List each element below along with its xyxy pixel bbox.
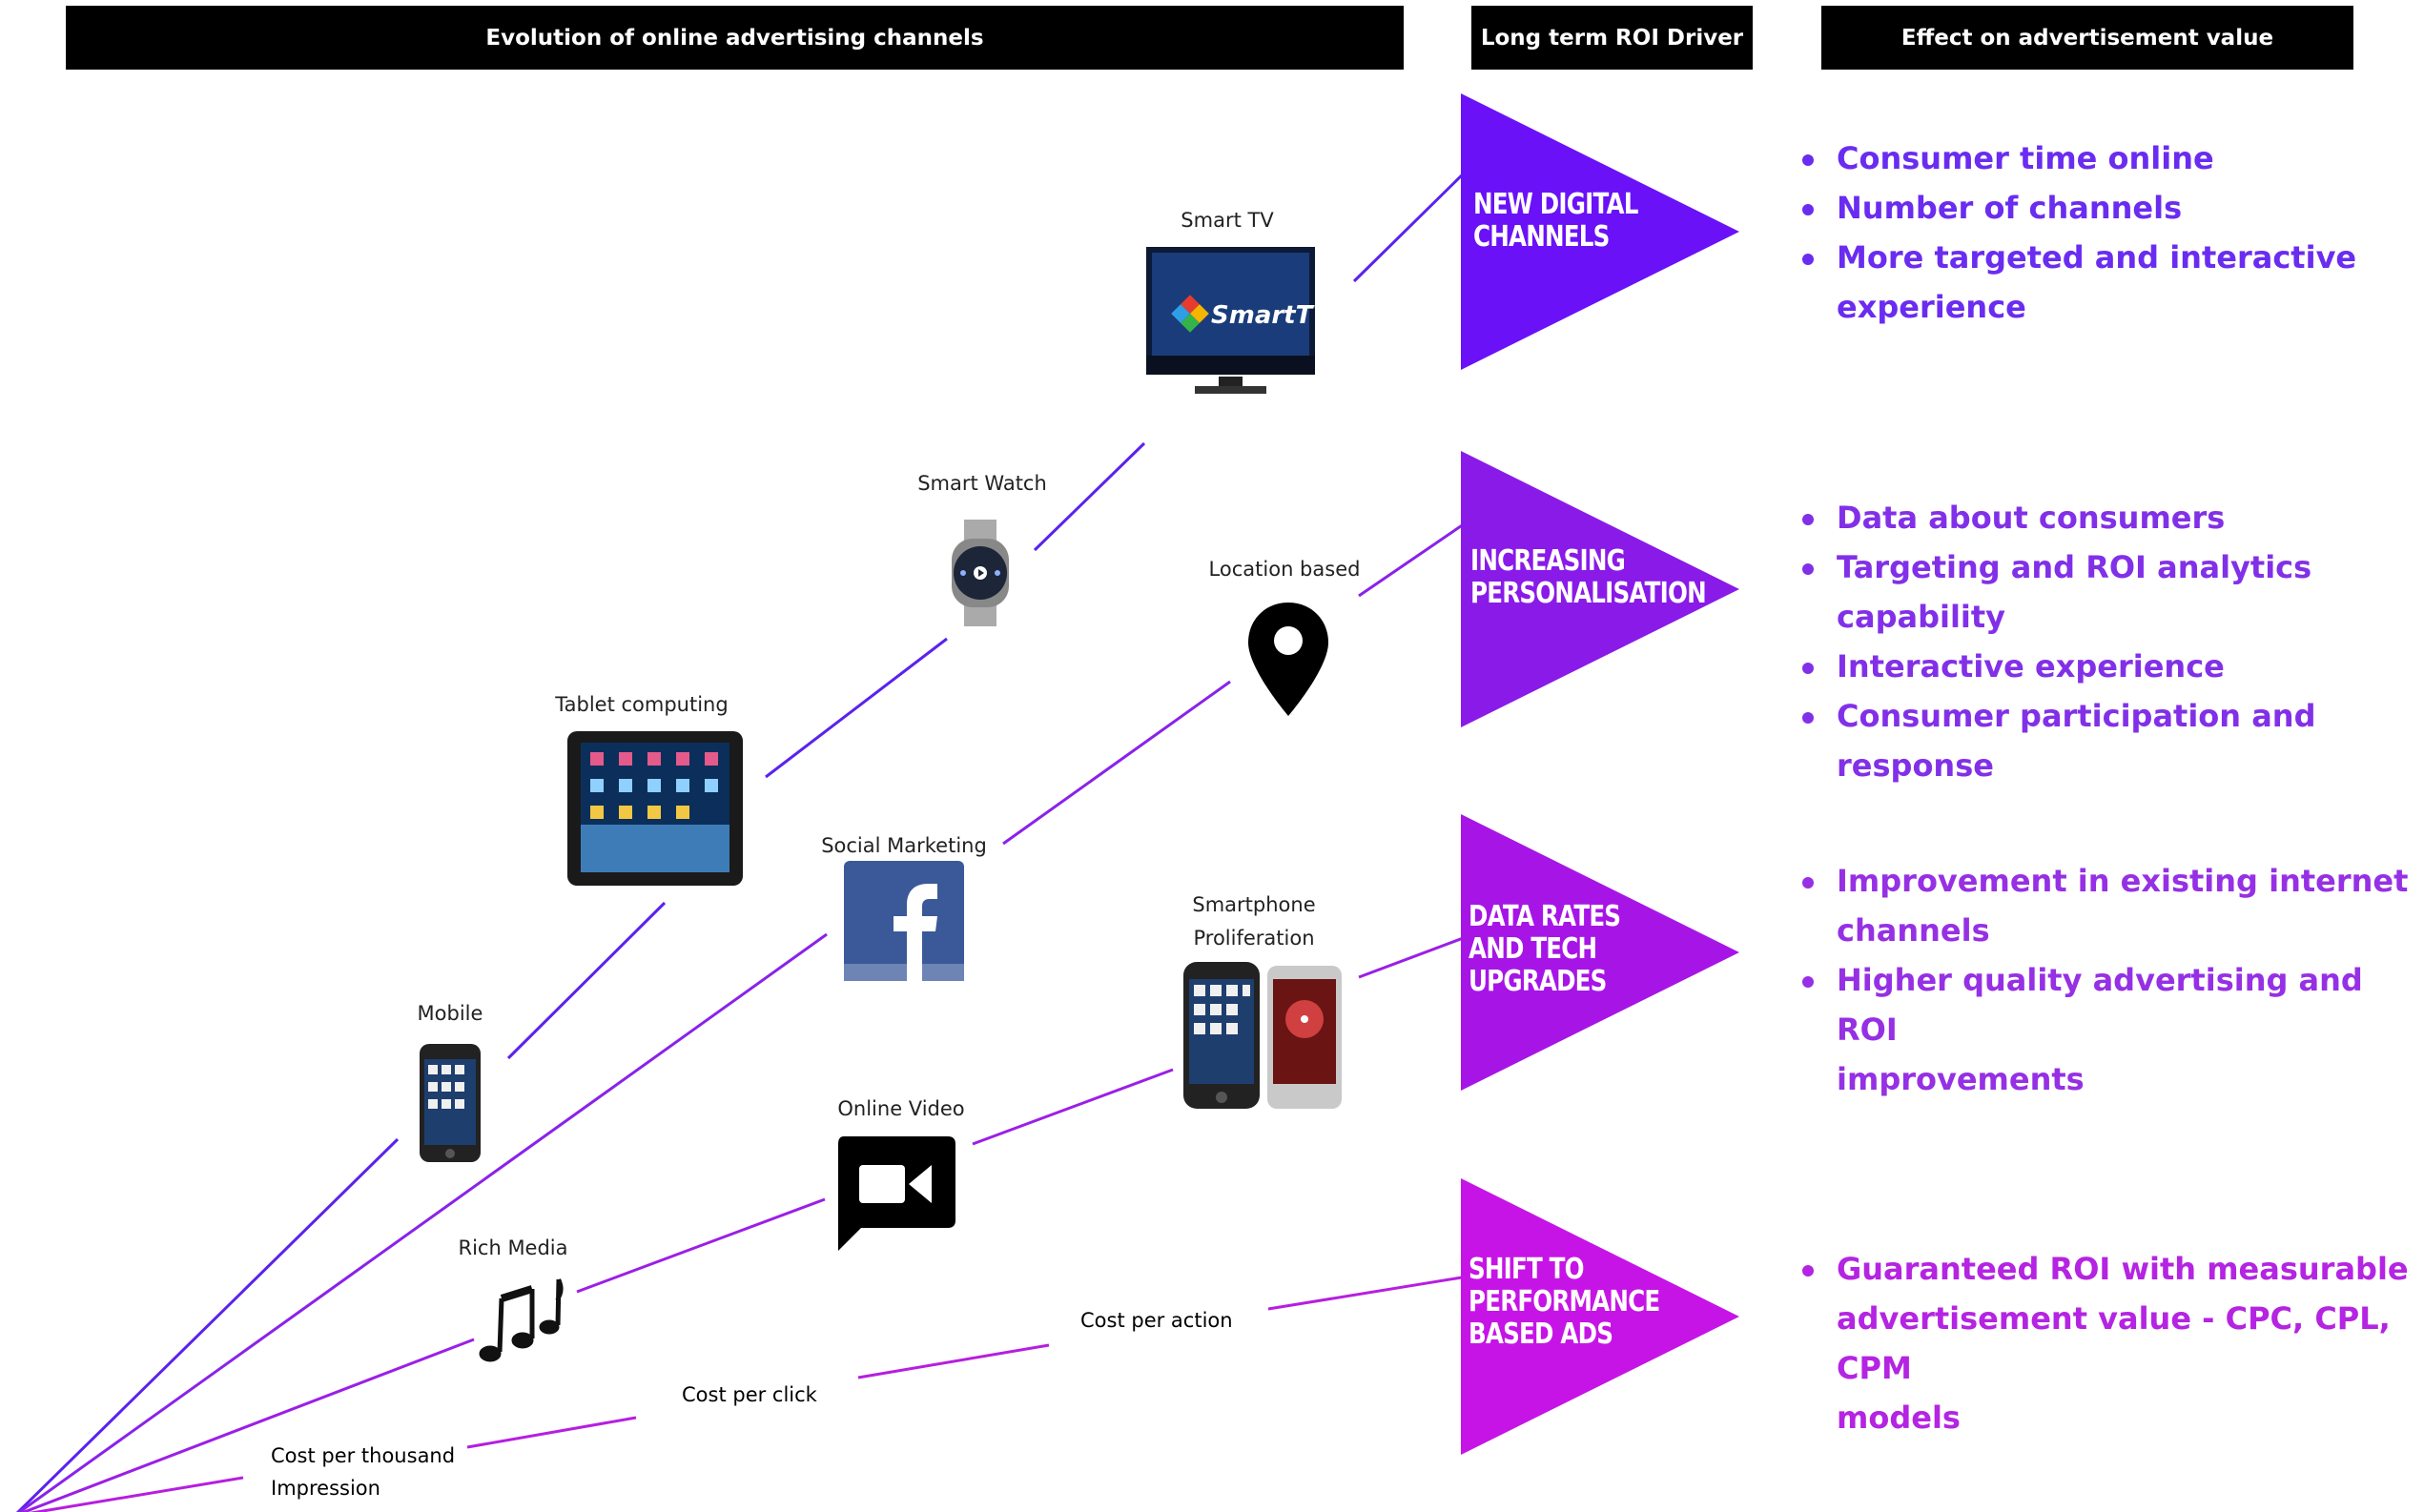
effect-item: Higher quality advertising and ROI — [1802, 955, 2424, 1054]
effects-list-data-rates: Improvement in existing internet channel… — [1802, 856, 2424, 1104]
effect-item-continued: experience — [1837, 289, 2026, 325]
effect-item: Improvement in existing internet — [1802, 856, 2424, 906]
driver3-line3: UPGRADES — [1469, 965, 1607, 998]
line-origin-social — [17, 932, 828, 1512]
label-online-video: Online Video — [837, 1097, 965, 1120]
line-tablet-watch — [765, 637, 948, 779]
tablet-icon — [567, 731, 743, 886]
music-notes-icon — [479, 1278, 564, 1362]
header-evolution: Evolution of online advertising channels — [66, 6, 1404, 70]
line-location-driver2 — [1358, 516, 1474, 598]
line-origin-cpm — [28, 1476, 244, 1512]
label-smartphone-line2: Proliferation — [1193, 927, 1315, 950]
driver-text-personalisation: INCREASING PERSONALISATION — [1470, 544, 1707, 610]
driver3-line2: AND TECH — [1469, 932, 1597, 966]
driver-triangle-personalisation — [1461, 451, 1739, 727]
effect-item: Consumer time online — [1802, 133, 2356, 183]
driver3-line1: DATA RATES — [1469, 900, 1621, 933]
effect-item-continued: channels — [1837, 912, 1990, 949]
label-rich-media: Rich Media — [458, 1236, 568, 1259]
line-smartphone-driver3 — [1358, 932, 1474, 979]
driver4-line3: BASED ADS — [1469, 1318, 1613, 1351]
effects-list-performance: Guaranteed ROI with measurable advertise… — [1802, 1244, 2424, 1442]
effect-item: Targeting and ROI analytics capability — [1802, 542, 2424, 642]
driver4-line2: PERFORMANCE — [1469, 1285, 1660, 1318]
effects-list-new-digital: Consumer time online Number of channels … — [1802, 133, 2356, 332]
effects-list-personalisation: Data about consumers Targeting and ROI a… — [1802, 493, 2424, 790]
label-cost-per-action: Cost per action — [1080, 1309, 1233, 1332]
driver-text-data-rates: DATA RATES AND TECH UPGRADES — [1469, 900, 1621, 998]
smart-watch-icon — [952, 520, 1009, 626]
facebook-icon — [844, 861, 964, 981]
effect-item: Consumer participation and response — [1802, 691, 2424, 790]
header-effect: Effect on advertisement value — [1821, 6, 2353, 70]
line-origin-richmedia — [20, 1338, 475, 1512]
label-tablet: Tablet computing — [555, 693, 729, 716]
smartphones-icon — [1183, 962, 1342, 1109]
line-origin-mobile — [15, 1137, 400, 1512]
label-cpm-line2: Impression — [271, 1477, 380, 1500]
line-video-smartphone — [972, 1068, 1174, 1146]
driver-triangle-new-digital — [1461, 93, 1739, 370]
effect-item-continued: improvements — [1837, 1061, 2085, 1097]
mobile-phone-icon — [420, 1044, 481, 1162]
label-cpm-line1: Cost per thousand — [271, 1444, 456, 1467]
driver-triangle-performance — [1461, 1178, 1739, 1455]
label-cost-per-click: Cost per click — [682, 1383, 817, 1406]
driver1-line1: NEW DIGITAL — [1473, 188, 1638, 221]
effect-item-continued: models — [1837, 1400, 1961, 1436]
line-mobile-tablet — [506, 901, 667, 1060]
label-smart-watch: Smart Watch — [917, 472, 1047, 495]
header-roi-driver-label: Long term ROI Driver — [1480, 25, 1744, 51]
video-camera-icon — [838, 1136, 955, 1251]
header-evolution-label: Evolution of online advertising channels — [485, 25, 984, 51]
header-roi-driver: Long term ROI Driver — [1471, 6, 1753, 70]
line-richmedia-video — [576, 1197, 826, 1294]
location-pin-icon — [1248, 603, 1328, 716]
line-watch-tv — [1033, 441, 1146, 552]
driver2-line2: PERSONALISATION — [1470, 577, 1707, 610]
effect-item: Guaranteed ROI with measurable — [1802, 1244, 2424, 1294]
effect-item: Number of channels — [1802, 183, 2356, 233]
driver-triangle-data-rates — [1461, 814, 1739, 1091]
driver-text-performance: SHIFT TO PERFORMANCE BASED ADS — [1469, 1253, 1660, 1351]
effect-item-continued: advertisement value - CPC, CPL, CPM — [1837, 1300, 2391, 1386]
effect-item: More targeted and interactive — [1802, 233, 2356, 282]
line-cpc-cpa — [857, 1343, 1050, 1379]
header-effect-label: Effect on advertisement value — [1900, 25, 2274, 51]
label-smart-tv: Smart TV — [1181, 209, 1274, 232]
driver-text-new-digital: NEW DIGITAL CHANNELS — [1473, 189, 1638, 254]
label-location-based: Location based — [1208, 558, 1361, 581]
driver1-line2: CHANNELS — [1473, 220, 1610, 254]
line-social-location — [1002, 680, 1231, 846]
effect-item: Interactive experience — [1802, 642, 2424, 691]
driver4-line1: SHIFT TO — [1469, 1253, 1585, 1286]
label-smartphone-line1: Smartphone — [1192, 893, 1316, 916]
label-social-marketing: Social Marketing — [821, 834, 987, 857]
effect-item: Data about consumers — [1802, 493, 2424, 542]
line-cpa-driver4 — [1267, 1274, 1474, 1311]
label-mobile: Mobile — [417, 1002, 483, 1025]
driver2-line1: INCREASING — [1470, 544, 1626, 578]
line-cpm-cpc — [466, 1416, 637, 1449]
line-tv-driver1 — [1352, 162, 1475, 283]
